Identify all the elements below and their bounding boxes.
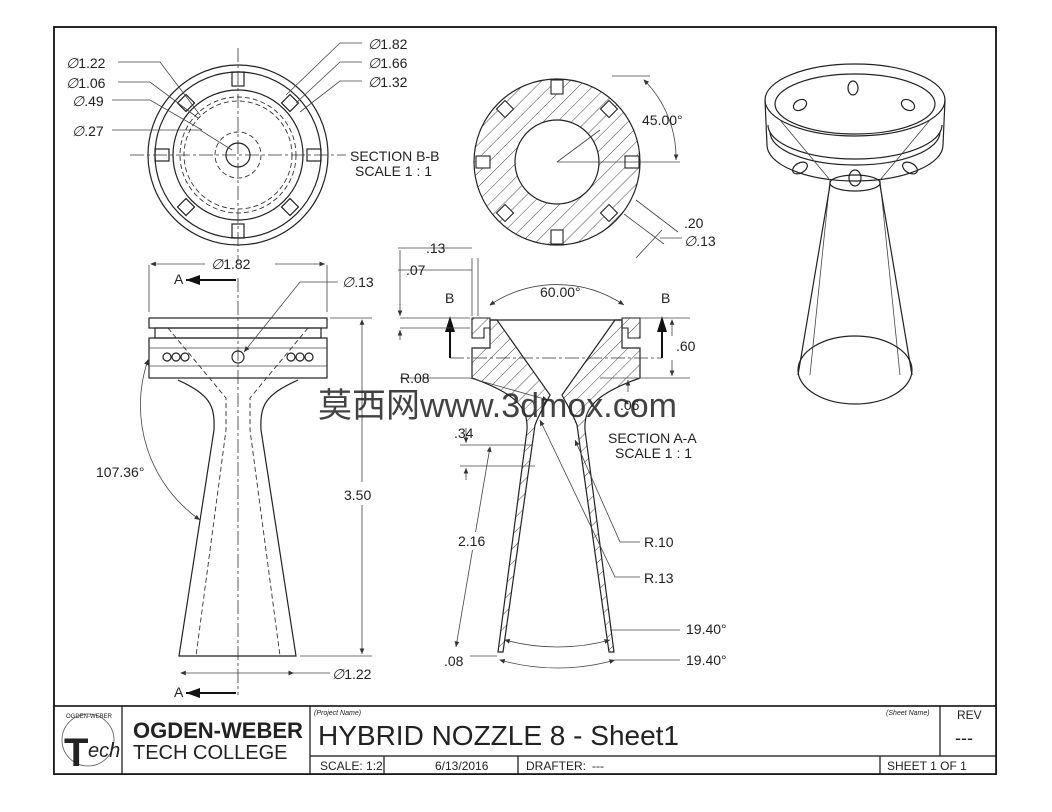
title-block: OGDEN-WEBER T ech OGDEN-WEBER TECH COLLE… (53, 705, 997, 775)
svg-text:∅1.82: ∅1.82 (368, 36, 408, 52)
svg-text:SHEET 1 OF 1: SHEET 1 OF 1 (887, 759, 967, 773)
watermark: 莫西网www.3dmox.com (318, 387, 677, 425)
school-name-line2: TECH COLLEGE (133, 742, 287, 764)
svg-text:.20: .20 (684, 215, 704, 231)
college-logo: OGDEN-WEBER T ech (61, 713, 120, 775)
svg-text:∅1.22: ∅1.22 (66, 55, 106, 71)
svg-text:B: B (661, 290, 670, 306)
svg-text:A: A (174, 271, 184, 287)
drawing-title: HYBRID NOZZLE 8 - Sheet1 (318, 720, 679, 751)
svg-text:60.00°: 60.00° (540, 284, 581, 300)
section-a-view: B B .13 .07 60.00° .60 .06 R.08 .34 (397, 240, 727, 669)
school-name-line1: OGDEN-WEBER (133, 718, 303, 743)
top-view: ∅1.22 ∅1.06 ∅.49 ∅.27 ∅1.82 ∅1.66 ∅1.32 (66, 36, 408, 262)
svg-text:107.36°: 107.36° (96, 464, 144, 480)
svg-text:R.10: R.10 (644, 534, 674, 550)
svg-text:2.16: 2.16 (458, 533, 485, 549)
svg-text:∅1.22: ∅1.22 (332, 666, 372, 682)
svg-text:∅.13: ∅.13 (684, 233, 716, 249)
section-b-title: SECTION B-B (350, 148, 439, 164)
svg-text:.13: .13 (426, 240, 446, 256)
svg-text:.60: .60 (676, 338, 696, 354)
svg-text:∅.13: ∅.13 (342, 274, 374, 290)
svg-text:(Sheet Name): (Sheet Name) (886, 710, 930, 717)
svg-text:T: T (64, 731, 88, 775)
svg-text:---: --- (592, 759, 604, 773)
svg-text:∅1.66: ∅1.66 (368, 55, 408, 71)
svg-text:∅1.82: ∅1.82 (211, 256, 251, 272)
svg-text:R.13: R.13 (644, 570, 674, 586)
svg-text:6/13/2016: 6/13/2016 (435, 759, 489, 773)
section-a-title: SECTION A-A (608, 430, 697, 446)
svg-text:REV: REV (957, 708, 982, 722)
svg-text:ech: ech (88, 740, 120, 762)
svg-text:.34: .34 (454, 425, 474, 441)
svg-text:19.40°: 19.40° (686, 621, 727, 637)
svg-text:SCALE: 1:2: SCALE: 1:2 (320, 759, 383, 773)
svg-text:.07: .07 (406, 262, 426, 278)
svg-text:∅.49: ∅.49 (72, 93, 104, 109)
svg-text:.08: .08 (444, 653, 464, 669)
svg-text:.06: .06 (620, 397, 640, 413)
section-b-view: 45.00° .20 ∅.13 (473, 75, 716, 259)
section-b-scale: SCALE 1 : 1 (355, 163, 432, 179)
svg-text:DRAFTER:: DRAFTER: (526, 759, 586, 773)
svg-text:∅1.32: ∅1.32 (368, 74, 408, 90)
svg-text:---: --- (955, 728, 973, 748)
svg-text:B: B (445, 290, 454, 306)
svg-text:∅.27: ∅.27 (72, 123, 104, 139)
svg-text:3.50: 3.50 (344, 487, 371, 503)
svg-text:R.08: R.08 (400, 370, 430, 386)
svg-text:19.40°: 19.40° (686, 652, 727, 668)
isometric-view (764, 63, 946, 405)
svg-text:∅1.06: ∅1.06 (66, 75, 106, 91)
svg-text:45.00°: 45.00° (642, 112, 683, 128)
svg-text:OGDEN-WEBER: OGDEN-WEBER (66, 714, 113, 720)
section-a-scale: SCALE 1 : 1 (615, 445, 692, 461)
front-view: A A ∅1.82 ∅.13 3.50 107.36° ∅1.22 (96, 256, 374, 700)
svg-text:(Project Name): (Project Name) (314, 710, 361, 717)
svg-text:A: A (174, 684, 184, 700)
